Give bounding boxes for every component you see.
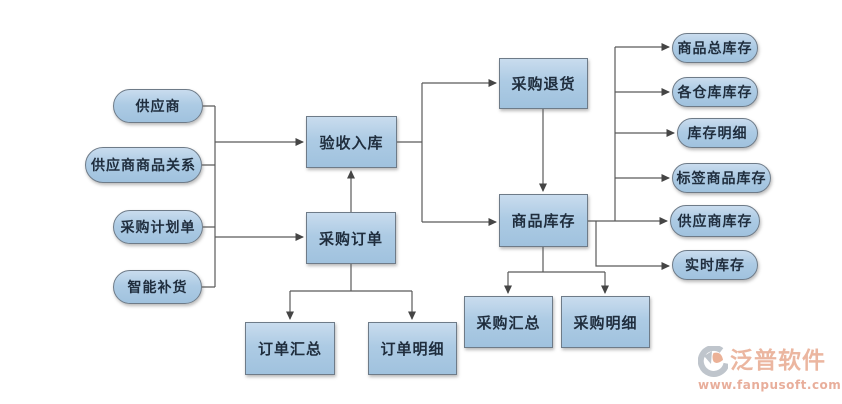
node-purchase-plan: 采购计划单 xyxy=(113,210,203,244)
node-supplier-inventory: 供应商库存 xyxy=(670,205,760,237)
node-total-product-inventory: 商品总库存 xyxy=(672,33,758,63)
node-supplier-product-relation: 供应商商品关系 xyxy=(85,147,202,183)
node-supplier: 供应商 xyxy=(113,89,203,123)
brand-name: 泛普软件 xyxy=(730,348,826,374)
node-order-detail: 订单明细 xyxy=(368,322,457,375)
node-realtime-inventory: 实时库存 xyxy=(672,250,758,280)
node-purchase-order: 采购订单 xyxy=(306,212,396,264)
node-tagged-product-inventory: 标签商品库存 xyxy=(672,163,771,193)
node-acceptance-inbound: 验收入库 xyxy=(306,116,397,168)
brand-watermark: 泛普软件 www.fanpusoft.com xyxy=(698,346,842,400)
node-purchase-return: 采购退货 xyxy=(499,58,588,109)
node-purchase-detail: 采购明细 xyxy=(561,296,650,348)
node-purchase-summary: 采购汇总 xyxy=(464,296,553,348)
node-product-inventory: 商品库存 xyxy=(499,194,588,247)
node-warehouse-inventory: 各仓库库存 xyxy=(672,77,758,107)
node-smart-replenishment: 智能补货 xyxy=(113,270,202,304)
brand-url: www.fanpusoft.com xyxy=(698,378,842,392)
node-order-summary: 订单汇总 xyxy=(245,322,335,375)
node-inventory-detail: 库存明细 xyxy=(677,118,758,148)
fanpu-logo-icon xyxy=(698,346,728,377)
